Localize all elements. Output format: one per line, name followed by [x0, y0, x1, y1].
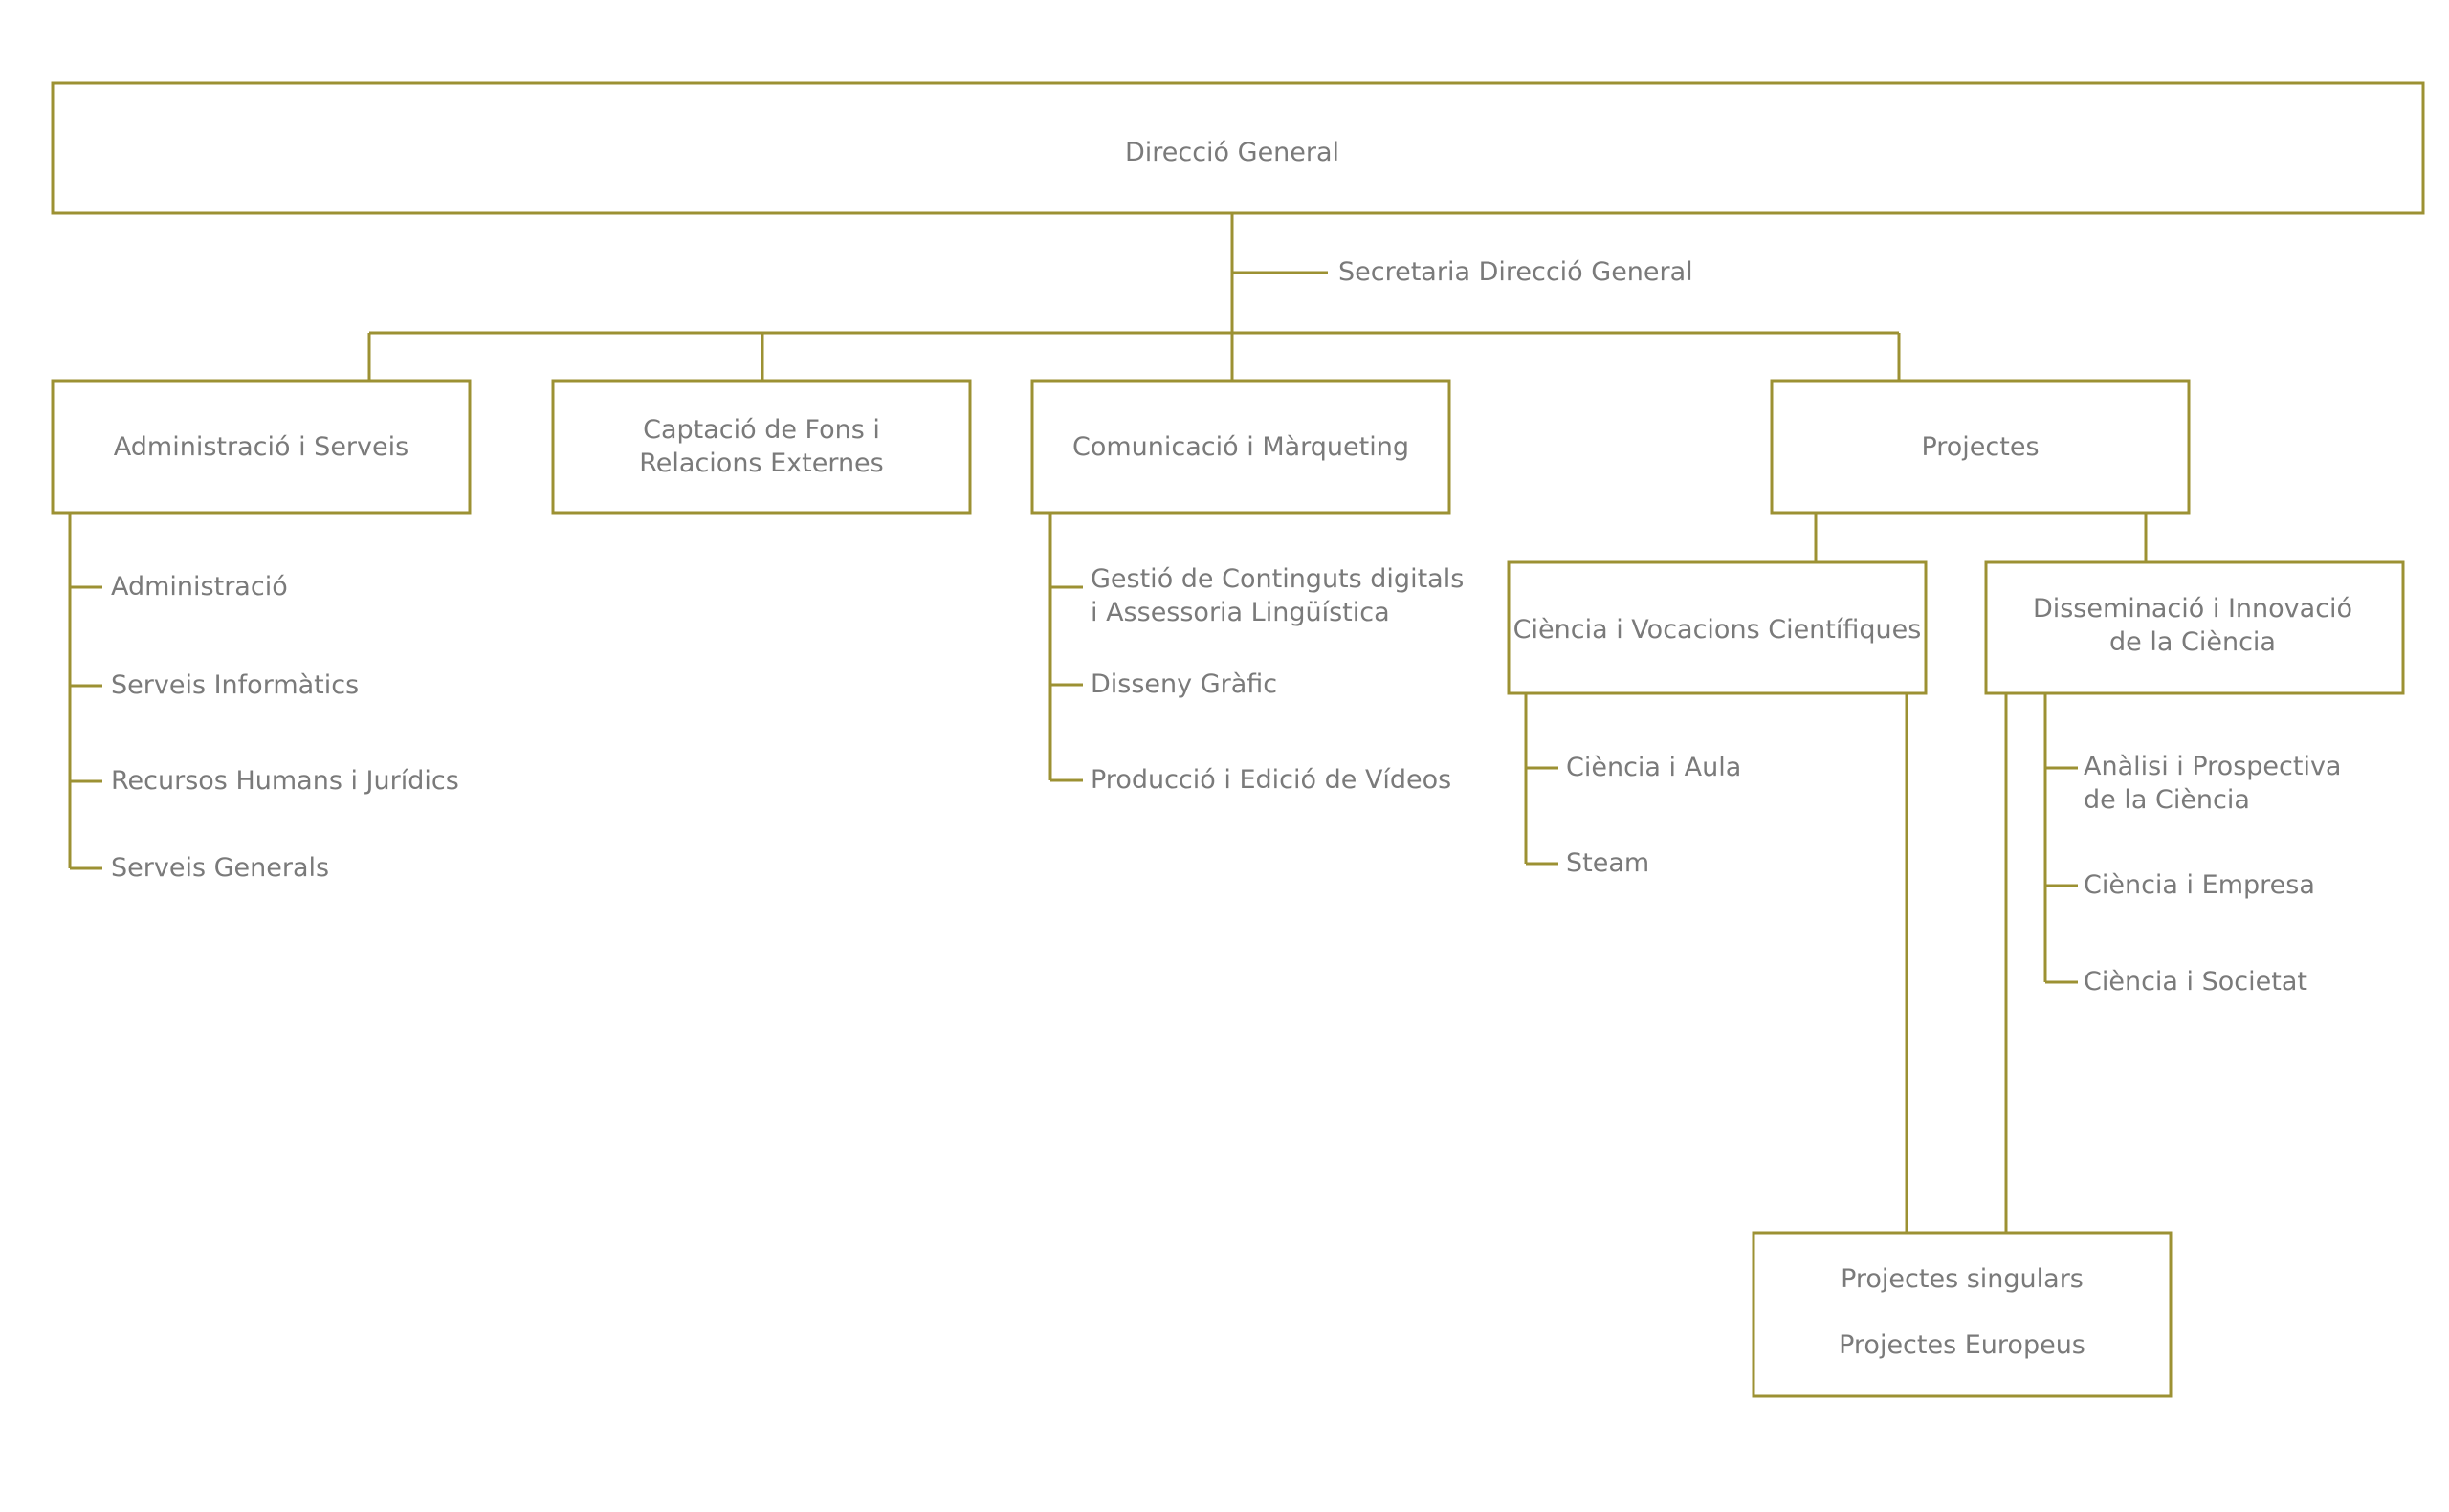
label-captacio-line-1: Captació de Fons i — [643, 415, 880, 445]
node-ciencia-vocacions: Ciència i Vocacions Científiques — [1507, 560, 1928, 695]
list-item-serveis-informatics: Serveis Informàtics — [111, 670, 359, 700]
list-item-steam: Steam — [1566, 848, 1649, 878]
label-projectes: Projectes — [1921, 432, 2039, 462]
list-item-disseny-grafic: Disseny Gràfic — [1091, 669, 1277, 699]
label-ciencia-vocacions: Ciència i Vocacions Científiques — [1513, 615, 1922, 645]
label-comunicacio: Comunicació i Màrqueting — [1072, 432, 1409, 462]
list-item-ciencia-empresa: Ciència i Empresa — [2084, 870, 2315, 900]
list-item-gestio-continguts-line-2: i Assessoria Lingüística — [1091, 598, 1390, 627]
box-projectes — [1770, 379, 2191, 515]
node-comunicacio: Comunicació i Màrqueting — [1030, 379, 1451, 515]
box-ciencia-vocacions — [1507, 560, 1928, 695]
node-root: Direcció General — [51, 81, 2425, 215]
box-root — [51, 81, 2425, 215]
box-comunicacio — [1030, 379, 1451, 515]
box-disseminacio — [1984, 560, 2405, 695]
ciencia-vocacions-items: Ciència i Aula Steam — [1566, 753, 1741, 878]
box-administracio — [51, 379, 472, 515]
label-root: Direcció General — [1125, 138, 1339, 167]
list-item-recursos-humans: Recursos Humans i Jurídics — [111, 766, 459, 796]
label-captacio-line-2: Relacions Externes — [639, 449, 884, 478]
administracio-items: Administració Serveis Informàtics Recurs… — [111, 572, 459, 883]
list-item-produccio-videos: Producció i Edició de Vídeos — [1091, 765, 1451, 795]
box-singulars — [1752, 1231, 2173, 1398]
list-item-serveis-generals: Serveis Generals — [111, 853, 329, 883]
connectors — [68, 213, 2148, 1233]
label-singulars-line-1: Projectes singulars — [1841, 1264, 2084, 1294]
list-item-analisi-line-1: Anàlisi i Prospectiva — [2084, 752, 2341, 781]
list-item-gestio-continguts-line-1: Gestió de Continguts digitals — [1091, 564, 1464, 594]
node-captacio: Captació de Fons i Relacions Externes — [551, 379, 972, 515]
node-disseminacio: Disseminació i Innovació de la Ciència — [1984, 560, 2405, 695]
node-singulars: Projectes singulars Projectes Europeus — [1752, 1231, 2173, 1398]
label-disseminacio-line-2: de la Ciència — [2109, 627, 2276, 657]
label-administracio: Administració i Serveis — [114, 432, 408, 462]
list-item-administracio: Administració — [111, 572, 288, 602]
node-administracio: Administració i Serveis — [51, 379, 472, 515]
comunicacio-items: Gestió de Continguts digitals i Assessor… — [1091, 564, 1464, 795]
disseminacio-items: Anàlisi i Prospectiva de la Ciència Cièn… — [2084, 752, 2341, 997]
list-item-ciencia-societat: Ciència i Societat — [2084, 967, 2307, 997]
label-singulars-line-2: Projectes Europeus — [1839, 1330, 2085, 1360]
list-item-analisi-line-2: de la Ciència — [2084, 785, 2250, 815]
label-disseminacio-line-1: Disseminació i Innovació — [2033, 594, 2352, 624]
box-captacio — [551, 379, 972, 515]
node-projectes: Projectes — [1770, 379, 2191, 515]
label-secretaria: Secretaria Direcció General — [1338, 257, 1693, 287]
list-item-ciencia-aula: Ciència i Aula — [1566, 753, 1741, 782]
